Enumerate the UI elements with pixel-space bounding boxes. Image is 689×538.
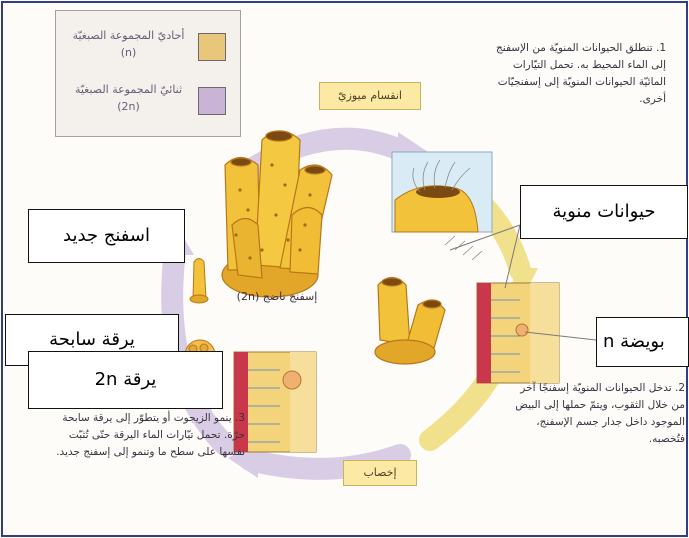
callout-sperm: حيوانات منوية xyxy=(520,185,688,239)
step-3-text: 3. ينمو الزيجوت أو يتطوّر إلى يرقة سابحة… xyxy=(55,410,245,461)
callout-egg-n: بويضة n xyxy=(596,317,689,367)
fertilization-label: إخصاب xyxy=(343,460,417,486)
sperm-release-panel xyxy=(392,152,492,232)
haploid-label: أحاديّ المجموعة الصبغيّة (n) xyxy=(66,27,191,61)
haploid-swatch xyxy=(198,33,226,61)
sperm-stream xyxy=(445,236,482,260)
receiving-sponge xyxy=(375,278,445,365)
callout-larva-2n: يرقة 2n xyxy=(28,351,223,409)
meiosis-label: انقسام ميوزيّ xyxy=(319,82,421,110)
step-1-text: 1. تنطلق الحيوانات المنويّة من الإسفنج إ… xyxy=(496,40,666,108)
step-2-text: 2. تدخل الحيوانات المنويّة إسفنجًا آخر م… xyxy=(510,380,685,448)
callout-new-sponge: اسفنج جديد xyxy=(28,209,185,263)
tissue-section-right xyxy=(477,283,559,383)
tissue-section-left xyxy=(234,352,316,452)
diploid-swatch xyxy=(198,87,226,115)
callout-egg-n-text: بويضة n xyxy=(603,318,665,366)
adult-sponge-caption: إسفنج ناضج (2n) xyxy=(222,290,332,303)
new-sponge xyxy=(190,259,208,304)
diploid-label: ثنائيّ المجموعة الصبغيّة (2n) xyxy=(66,81,191,115)
legend: أحاديّ المجموعة الصبغيّة (n) ثنائيّ المج… xyxy=(55,10,241,137)
